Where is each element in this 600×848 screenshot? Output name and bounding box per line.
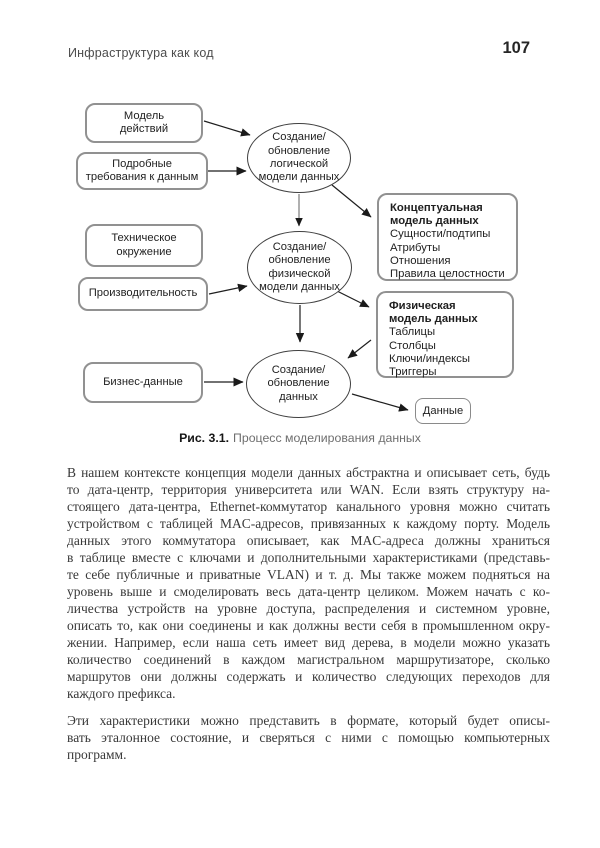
text-line: Создание/ <box>272 240 327 253</box>
text-line: В нашем контексте концепция модели данны… <box>67 465 550 480</box>
text-line: логической <box>269 158 329 170</box>
text-line: каждого префикса. <box>67 686 176 701</box>
node-business-data: Бизнес-данные <box>83 362 203 403</box>
figure-caption-label: Рис. 3.1. <box>179 431 230 445</box>
text-line: жении. Например, если наша сеть имеет ви… <box>67 635 550 650</box>
paragraph-1: В нашем контексте концепция модели данны… <box>67 464 550 702</box>
text-line: Бизнес-данные <box>103 375 183 388</box>
text-line: Триггеры <box>389 366 437 379</box>
text-line: личества устройств на уровне доступа, ра… <box>67 601 550 616</box>
page-number: 107 <box>502 39 530 57</box>
text-line: Производительность <box>88 287 198 300</box>
text-line: Создание/ <box>271 364 326 377</box>
text-line: Физическая <box>389 300 456 312</box>
text-line: описать то, как они соединены и как долж… <box>67 618 550 633</box>
text-line: модели данных <box>258 171 340 184</box>
text-line: обновление <box>267 377 330 390</box>
node-performance: Производительность <box>78 277 208 311</box>
text-line: программ. <box>67 747 127 762</box>
text-line: Отношения <box>390 254 451 267</box>
text-line: данных <box>279 390 318 403</box>
arrow-data-process-to-data <box>351 393 409 412</box>
node-data-output: Данные <box>415 398 471 424</box>
text-line: Сущности/подтипы <box>390 228 491 241</box>
text-line: Атрибуты <box>390 241 441 254</box>
text-line: Концептуальная <box>390 202 483 214</box>
text-line: обновление <box>268 254 331 267</box>
text-line: в таблице вместе с ключами и дополнитель… <box>67 550 550 565</box>
text-line: маршрутов они должны содержать и количес… <box>67 669 550 684</box>
text-line: уровень выше и смоделировать весь дата-ц… <box>67 584 550 599</box>
paragraph-2: Эти характеристики можно представить в ф… <box>67 712 550 763</box>
text-line: вать эталонное состояние, и сверяться с … <box>67 730 550 745</box>
body-text: В нашем контексте концепция модели данны… <box>67 464 550 763</box>
text-line: Подробные <box>112 157 172 170</box>
text-line: то дата-центр, территория университета и… <box>67 482 550 497</box>
text-line: Данные <box>422 405 464 417</box>
text-line: Эти характеристики можно представить в ф… <box>67 713 550 728</box>
text-line: модели данных <box>259 280 340 293</box>
text-line: Столбцы <box>389 339 436 352</box>
arrow-logical-to-conceptual <box>331 184 372 218</box>
arrow-action-to-logical <box>203 120 251 137</box>
text-line: Техническое <box>111 232 177 244</box>
text-line: физической <box>268 267 331 280</box>
text-line: Ключи/индексы <box>389 352 470 365</box>
text-line: Создание/ <box>272 131 326 144</box>
arrow-performance-to-physical <box>208 283 248 295</box>
text-line: Таблицы <box>389 326 436 339</box>
text-line: модель данных <box>389 313 478 326</box>
running-header: Инфраструктура как код <box>68 46 214 60</box>
text-line: Правила целостности <box>390 268 505 281</box>
text-line: обновление <box>267 144 331 157</box>
text-line: данных этого коммутатора описывает, как … <box>67 533 550 548</box>
text-line: количество соединений в каждом магистрал… <box>67 652 550 667</box>
text-line: те себе публичные и приватные VLAN) и т.… <box>67 567 550 582</box>
arrow-physical-model-to-data-process <box>347 339 372 359</box>
text-line: требования к данным <box>85 171 199 183</box>
text-line: окружение <box>116 245 172 258</box>
text-line: устройством с таблицей MAC-адресов, прив… <box>67 516 550 531</box>
text-line: стоящего дата-центра, Ethernet-коммутато… <box>67 499 550 514</box>
figure-caption: Рис. 3.1.Процесс моделирования данных <box>0 431 600 445</box>
text-line: Модель <box>123 109 165 122</box>
figure-caption-text: Процесс моделирования данных <box>233 431 421 445</box>
text-line: модель данных <box>390 215 479 228</box>
text-line: действий <box>119 123 169 135</box>
